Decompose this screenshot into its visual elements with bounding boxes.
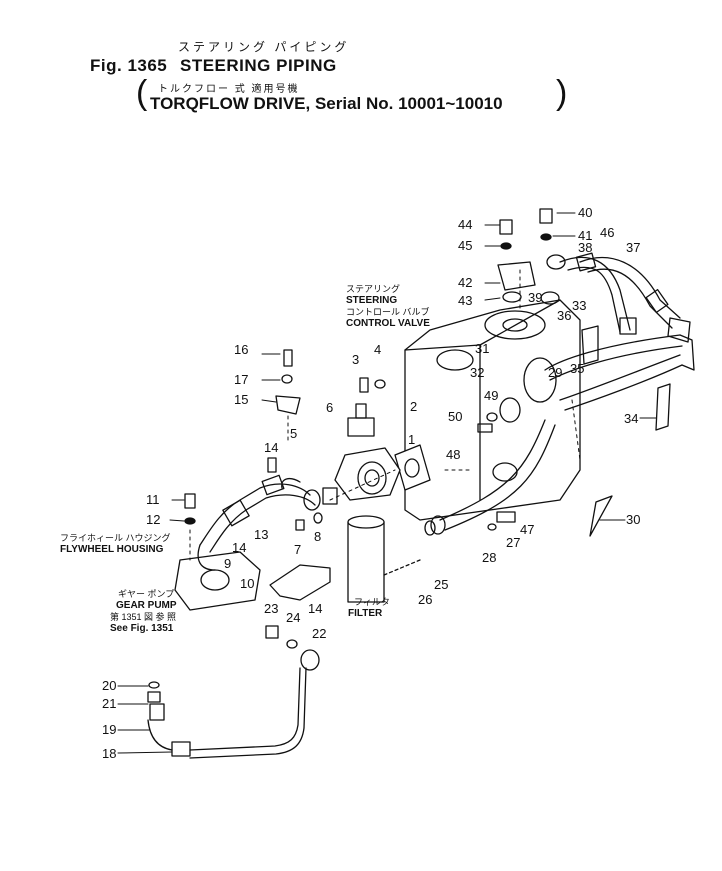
bracket-15 bbox=[269, 564, 331, 601]
callout-5: 5 bbox=[290, 426, 297, 441]
open-paren: ( bbox=[136, 74, 148, 112]
lower-fittings bbox=[424, 412, 518, 536]
callout-46: 45 bbox=[458, 238, 472, 253]
callout-50: 49 bbox=[484, 388, 498, 403]
callout-11: 11 bbox=[146, 492, 160, 507]
subtitle: TORQFLOW DRIVE, Serial No. 10001~10010 bbox=[150, 94, 503, 113]
filter-label: FILTER bbox=[348, 608, 383, 619]
brackets bbox=[581, 325, 671, 537]
callout-19: 18 bbox=[102, 746, 116, 761]
callout-31: 30 bbox=[626, 512, 640, 527]
callout-38: 37 bbox=[626, 240, 640, 255]
callout-41: 40 bbox=[578, 205, 592, 220]
component-labels: ステアリング STEERING コントロール バルブ CONTROL VALVE… bbox=[60, 283, 430, 634]
callout-44: 43 bbox=[458, 293, 472, 308]
flywheel-label-jp: フライホィール ハウジング bbox=[60, 532, 171, 543]
callout-4: 4 bbox=[374, 342, 381, 357]
gear-pump-block bbox=[174, 551, 261, 611]
callout-12: 12 bbox=[146, 512, 160, 527]
callout-24: 23 bbox=[264, 601, 278, 616]
callout-21: 20 bbox=[102, 678, 116, 693]
control-valve-block bbox=[404, 299, 581, 521]
pump-flanges bbox=[334, 377, 431, 501]
callout-14-upper: 14 bbox=[264, 440, 278, 455]
gear-pump-reference: See Fig. 1351 bbox=[110, 623, 174, 634]
filter-body bbox=[347, 515, 421, 603]
callout-35: 34 bbox=[624, 411, 638, 426]
callout-2: 2 bbox=[410, 399, 417, 414]
lower-pipe bbox=[147, 625, 320, 759]
bolt-11 bbox=[184, 493, 196, 525]
callout-14-lower: 14 bbox=[232, 540, 246, 555]
filter-label-jp: フィルタ bbox=[354, 597, 390, 607]
callout-43: 42 bbox=[458, 275, 472, 290]
callout-33: 32 bbox=[470, 365, 484, 380]
callout-9: 9 bbox=[224, 556, 231, 571]
callout-8: 8 bbox=[314, 529, 321, 544]
callout-25: 24 bbox=[286, 610, 300, 625]
callout-49: 48 bbox=[446, 447, 460, 462]
clamp-16 bbox=[275, 349, 301, 415]
figure-number: Fig. 1365 bbox=[90, 56, 168, 75]
callout-10: 10 bbox=[240, 576, 254, 591]
figure-title: STEERING PIPING bbox=[180, 56, 337, 75]
callout-39: 38 bbox=[578, 240, 592, 255]
callout-1: 1 bbox=[408, 432, 415, 447]
callout-7: 7 bbox=[294, 542, 301, 557]
close-paren: ) bbox=[556, 74, 568, 112]
callout-45: 44 bbox=[458, 217, 472, 232]
steering-label-jp: ステアリング bbox=[346, 283, 400, 294]
callout-labels: 44 45 42 43 40 41 38 46 37 39 33 36 31 3… bbox=[102, 205, 640, 761]
callout-16: 15 bbox=[234, 392, 248, 407]
callout-28: 27 bbox=[506, 535, 520, 550]
callout-51: 50 bbox=[448, 409, 462, 424]
leader-lines bbox=[117, 212, 657, 754]
callout-26: 25 bbox=[434, 577, 448, 592]
gear-pump-ref-jp: 第 1351 図 参 照 bbox=[110, 611, 176, 622]
callout-22: 21 bbox=[102, 696, 116, 711]
callout-42: 41 bbox=[578, 228, 592, 243]
steering-label: STEERING bbox=[346, 295, 397, 306]
return-pipes bbox=[439, 334, 695, 531]
gear-pump-label: GEAR PUMP bbox=[116, 600, 177, 611]
diagram-header: ステアリング パイピング Fig. 1365 STEERING PIPING (… bbox=[0, 0, 722, 130]
callout-30: 29 bbox=[548, 365, 562, 380]
callout-29: 28 bbox=[482, 550, 496, 565]
callout-3: 3 bbox=[352, 352, 359, 367]
flywheel-housing-label: FLYWHEEL HOUSING bbox=[60, 544, 164, 555]
callout-23: 22 bbox=[312, 626, 326, 641]
part-drawings bbox=[117, 208, 695, 759]
guide-lines bbox=[189, 269, 581, 561]
callout-15: 14 bbox=[308, 601, 322, 616]
callout-18: 17 bbox=[234, 372, 248, 387]
callout-20: 19 bbox=[102, 722, 116, 737]
callout-34: 33 bbox=[572, 298, 586, 313]
callout-36: 35 bbox=[570, 361, 584, 376]
callout-32: 31 bbox=[475, 341, 489, 356]
top-fittings bbox=[497, 208, 566, 305]
callout-27: 26 bbox=[418, 592, 432, 607]
gear-pump-label-jp: ギヤー ポンプ bbox=[118, 589, 174, 599]
callout-40: 39 bbox=[528, 290, 542, 305]
callout-6: 6 bbox=[326, 400, 333, 415]
subtitle-japanese: トルクフロー 式 適用号機 bbox=[158, 84, 300, 95]
callout-17: 16 bbox=[234, 342, 248, 357]
hoses bbox=[559, 252, 691, 343]
control-valve-label-jp: コントロール バルブ bbox=[346, 306, 430, 317]
control-valve-label: CONTROL VALVE bbox=[346, 318, 430, 329]
callout-13: 13 bbox=[254, 527, 268, 542]
callout-37: 36 bbox=[557, 308, 571, 323]
suction-pipe bbox=[197, 457, 338, 571]
callout-48: 47 bbox=[520, 522, 534, 537]
callout-47: 46 bbox=[600, 225, 614, 240]
title-japanese: ステアリング パイピング bbox=[178, 40, 350, 54]
